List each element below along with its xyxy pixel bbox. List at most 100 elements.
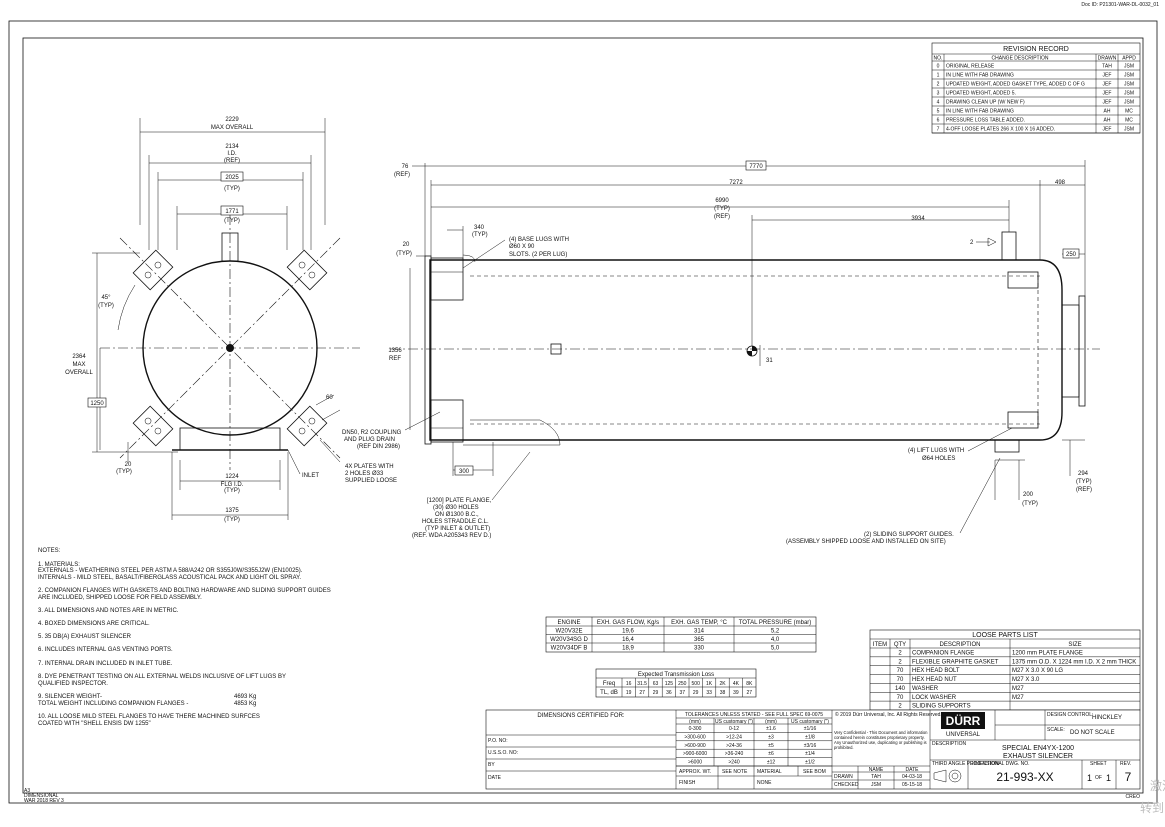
svg-text:U.S.S.O. NO:: U.S.S.O. NO: (488, 750, 518, 756)
revision-drawn: TAH (1102, 64, 1112, 70)
svg-text:TL, dB: TL, dB (600, 690, 618, 696)
freq-cell: 125 (665, 681, 674, 687)
doc-id: Doc ID: P21301-WAR-DL-0032_01 (1081, 2, 1159, 8)
svg-text:(REF): (REF) (394, 172, 410, 178)
svg-text:MAX: MAX (72, 362, 85, 368)
svg-text:DO NOT SCALE: DO NOT SCALE (1070, 730, 1115, 736)
svg-text:20: 20 (403, 242, 410, 248)
tolerance-cell: ±12 (767, 760, 776, 766)
svg-text:NO.: NO. (934, 56, 943, 62)
revision-drawn: JEF (1103, 127, 1112, 133)
freq-cell: 1K (706, 681, 713, 687)
svg-text:1375: 1375 (225, 508, 239, 514)
tolerance-cell: >12-24 (726, 734, 742, 740)
part-desc: COMPANION FLANGE (912, 651, 974, 657)
part-qty: 2 (898, 651, 902, 657)
tl-cell: 37 (680, 690, 686, 696)
svg-text:JSM: JSM (871, 782, 881, 788)
part-qty: 70 (897, 695, 904, 701)
freq-cell: 16 (626, 681, 632, 687)
revision-desc: DRAWING CLEAN UP (W/ NEW F) (946, 100, 1025, 106)
svg-text:(TYP): (TYP) (116, 469, 132, 475)
revision-no: 6 (937, 118, 940, 124)
revision-appd: JSM (1124, 82, 1134, 88)
svg-text:(TYP): (TYP) (1022, 501, 1038, 507)
side-view: 31 76 (REF) 7770 7272 498 6990 (TYP) (RE… (319, 160, 1100, 545)
svg-text:EXTERNALS - WEATHERING STEEL P: EXTERNALS - WEATHERING STEEL PER ASTM A … (38, 568, 303, 574)
svg-text:2: 2 (970, 240, 974, 246)
revision-appd: JSM (1124, 127, 1134, 133)
svg-text:Ø64 HOLES: Ø64 HOLES (922, 456, 955, 462)
tl-cell: 33 (706, 690, 712, 696)
svg-text:ITEM: ITEM (873, 642, 887, 648)
durr-logo (941, 712, 985, 729)
svg-text:QTY: QTY (894, 642, 906, 648)
svg-text:HINCKLEY: HINCKLEY (1092, 715, 1122, 721)
svg-text:WAR 2018 REV 3: WAR 2018 REV 3 (24, 798, 64, 804)
part-qty: 2 (898, 704, 902, 710)
tolerance-cell: ±1/4 (805, 751, 815, 757)
svg-text:2134: 2134 (225, 144, 239, 150)
revision-drawn: JEF (1103, 91, 1112, 97)
revision-appd: MC (1125, 118, 1133, 124)
svg-text:DESIGN CONTROL:: DESIGN CONTROL: (1047, 712, 1093, 718)
svg-text:2. COMPANION FLANGES WITH GASK: 2. COMPANION FLANGES WITH GASKETS AND BO… (38, 588, 331, 594)
revision-no: 5 (937, 109, 940, 115)
svg-text:6. INCLUDES INTERNAL GAS VENTI: 6. INCLUDES INTERNAL GAS VENTING PORTS. (38, 647, 173, 653)
revision-desc: UPDATED WEIGHT, ADDED GASKET TYPE, ADDED… (946, 82, 1085, 88)
revision-drawn: JEF (1103, 73, 1112, 79)
tolerance-cell: ±1/8 (805, 734, 815, 740)
svg-text:UNIVERSAL: UNIVERSAL (946, 732, 981, 738)
loose-parts-list: LOOSE PARTS LIST ITEM QTY DESCRIPTION SI… (869, 629, 1141, 711)
title-block: DIMENSIONS CERTIFIED FOR: P.O. NO: U.S.S… (485, 709, 1141, 800)
tolerance-cell: 0-300 (689, 726, 702, 732)
freq-cell: 4K (733, 681, 740, 687)
tolerance-cell: ±3 (768, 734, 774, 740)
svg-text:(mm): (mm) (689, 719, 701, 725)
tolerance-cell: 0-12 (729, 726, 739, 732)
part-size: 1375 mm O.D. X 1224 mm I.D. X 2 mm THICK (1012, 659, 1136, 665)
svg-text:US customary ("): US customary (") (715, 719, 753, 725)
engine-cell: W20V32E (555, 629, 582, 635)
svg-text:(TYP): (TYP) (1076, 479, 1092, 485)
svg-text:200: 200 (1023, 492, 1034, 498)
svg-text:FLG I.D.: FLG I.D. (221, 482, 244, 488)
svg-text:05-15-18: 05-15-18 (902, 782, 922, 788)
svg-text:9. SILENCER WEIGHT-: 9. SILENCER WEIGHT- (38, 694, 102, 700)
revision-no: 0 (937, 64, 940, 70)
tolerance-cell: >36-240 (725, 751, 744, 757)
svg-text:APPROX. WT.: APPROX. WT. (679, 769, 711, 775)
part-desc: LOCK WASHER (912, 695, 957, 701)
svg-text:76: 76 (402, 164, 409, 170)
svg-text:DESCRIPTION: DESCRIPTION (932, 741, 967, 747)
engine-cell: 314 (694, 629, 705, 635)
part-desc: FLEXIBLE GRAPHITE GASKET (912, 659, 999, 665)
svg-text:ENGINE: ENGINE (557, 620, 580, 626)
svg-text:340: 340 (474, 225, 485, 231)
part-desc: WASHER (912, 686, 939, 692)
svg-text:SEE NOTE: SEE NOTE (722, 769, 748, 775)
part-qty: 140 (895, 686, 906, 692)
svg-text:ARE INCLUDED, SHIPPED LOOSE FO: ARE INCLUDED, SHIPPED LOOSE FOR FIELD AS… (38, 595, 202, 601)
svg-text:Expected Transmission Loss: Expected Transmission Loss (638, 672, 714, 678)
freq-cell: 8K (746, 681, 753, 687)
tolerance-cell: ±1/16 (804, 726, 817, 732)
svg-text:BY: BY (488, 762, 495, 768)
svg-text:OVERALL: OVERALL (65, 370, 93, 376)
svg-text:ON Ø1300 B.C.,: ON Ø1300 B.C., (435, 512, 479, 518)
svg-text:DIMENSIONAL DWG. NO.: DIMENSIONAL DWG. NO. (970, 761, 1030, 767)
svg-text:DRAWN: DRAWN (834, 774, 853, 780)
svg-text:7272: 7272 (729, 180, 743, 186)
svg-text:DRAWN: DRAWN (1098, 56, 1117, 62)
freq-cell: 250 (678, 681, 687, 687)
svg-text:Ø60 X 90: Ø60 X 90 (509, 244, 535, 250)
tolerance-cell: >240 (728, 760, 739, 766)
engine-cell: 5,2 (771, 629, 780, 635)
tl-cell: 27 (639, 690, 645, 696)
tl-cell: 29 (693, 690, 699, 696)
svg-text:(TYP): (TYP) (224, 488, 240, 494)
inlet-label: INLET (302, 473, 319, 479)
svg-text:DIMENSIONS CERTIFIED FOR:: DIMENSIONS CERTIFIED FOR: (537, 713, 625, 719)
svg-text:(TYP): (TYP) (224, 218, 240, 224)
svg-text:4693 Kg: 4693 Kg (234, 694, 256, 700)
